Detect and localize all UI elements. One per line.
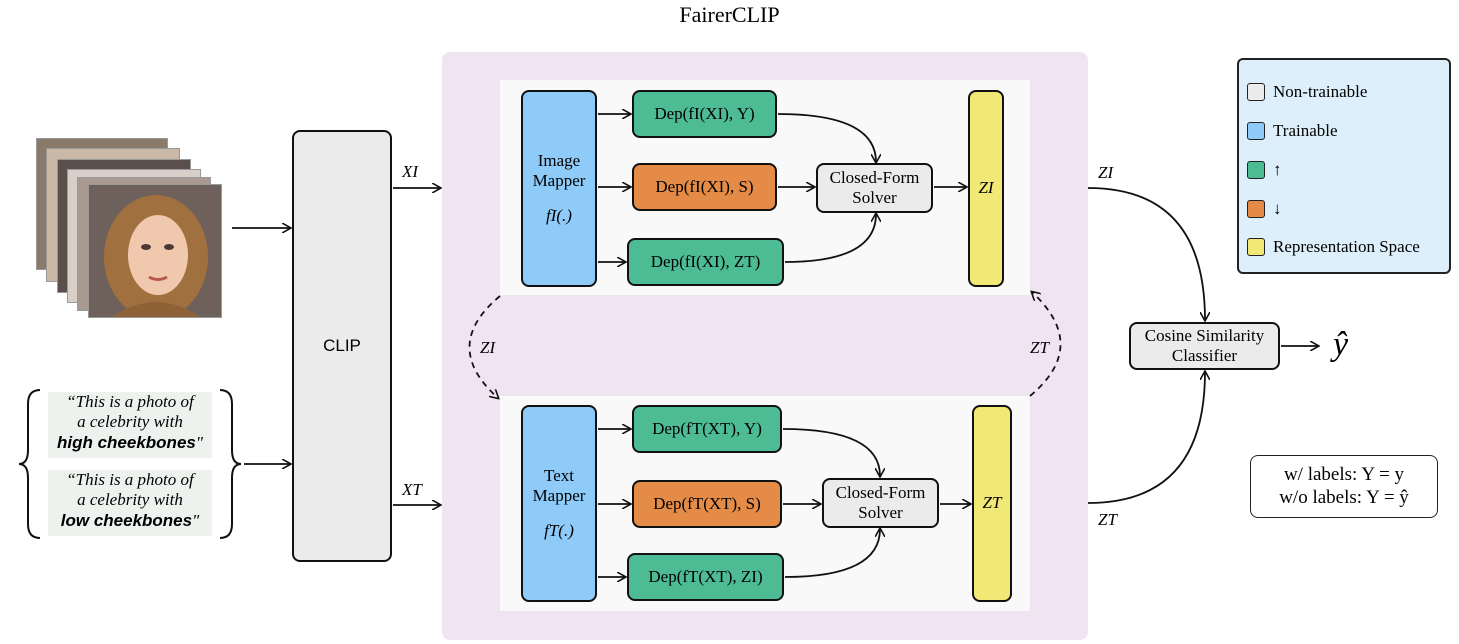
legend-swatch [1247,238,1265,256]
clip-encoder: CLIP [292,130,392,562]
dep-image-z: Dep(fI(XI), ZT) [627,238,784,286]
representation-zi: ZI [968,90,1004,287]
left-brace [16,388,44,540]
right-brace [216,388,244,540]
dep-text-z: Dep(fT(XT), ZI) [627,553,784,601]
caption-high-cheekbones: “This is a photo of a celebrity with hig… [48,392,212,458]
legend-item: Non-trainable [1247,82,1367,102]
legend-swatch [1247,122,1265,140]
text-mapper: Text Mapper fT(.) [521,405,597,602]
legend-item: Representation Space [1247,237,1420,257]
prediction-output: ŷ [1333,326,1349,363]
dep-text-s: Dep(fT(XT), S) [632,480,782,528]
face-photo-front [88,184,222,318]
legend: Non-trainable Trainable ↑ ↓ Representati… [1237,58,1451,274]
caption-low-cheekbones: “This is a photo of a celebrity with low… [48,470,212,536]
legend-item: ↓ [1247,199,1282,219]
cosine-similarity-classifier: Cosine Similarity Classifier [1129,322,1280,370]
label-zt-loop: ZT [1030,338,1049,357]
closed-form-solver-image: Closed-Form Solver [816,163,933,213]
image-mapper: Image Mapper fI(.) [521,90,597,287]
dep-image-y: Dep(fI(XI), Y) [632,90,777,138]
label-zi-out: ZI [1098,163,1114,182]
labels-condition-box: w/ labels: Y = y w/o labels: Y = ŷ [1250,455,1438,518]
legend-swatch [1247,161,1265,179]
representation-zt: ZT [972,405,1012,602]
dep-text-y: Dep(fT(XT), Y) [632,405,782,453]
label-zi-loop: ZI [480,338,496,357]
label-zt-out: ZT [1098,510,1117,529]
dep-image-s: Dep(fI(XI), S) [632,163,777,211]
label-xi: XI [402,162,419,181]
diagram-title: FairerCLIP [679,2,780,27]
label-xt: XT [402,480,422,499]
legend-swatch [1247,83,1265,101]
legend-swatch [1247,200,1265,218]
legend-item: Trainable [1247,121,1338,141]
legend-item: ↑ [1247,160,1282,180]
